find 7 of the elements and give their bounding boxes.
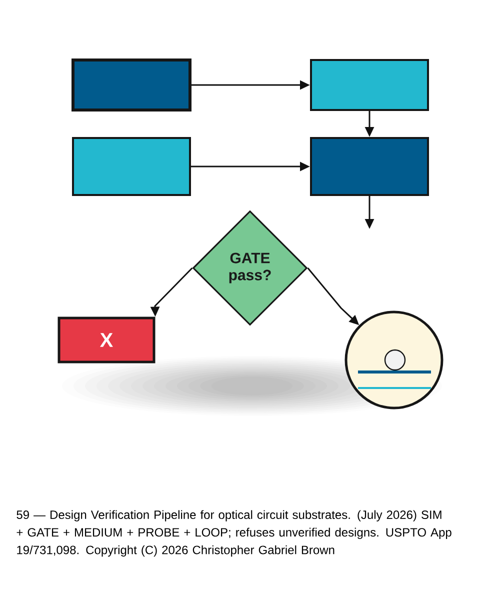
caption: 59 — Design Verification Pipeline for optical circuit substrates. (July 2026) SIM + GATE + MEDIUM + PROBE + LOOP; refuses unverified designs. USPTO App 19/731,098. Copyright (C) 2026 Christopher Gabriel Brown (16, 510, 452, 557)
process-box (310, 59, 429, 111)
reject-box: X (58, 316, 156, 364)
process-box (72, 58, 192, 112)
process-box (72, 137, 191, 196)
process-box (310, 137, 429, 196)
circle-node (344, 310, 444, 410)
